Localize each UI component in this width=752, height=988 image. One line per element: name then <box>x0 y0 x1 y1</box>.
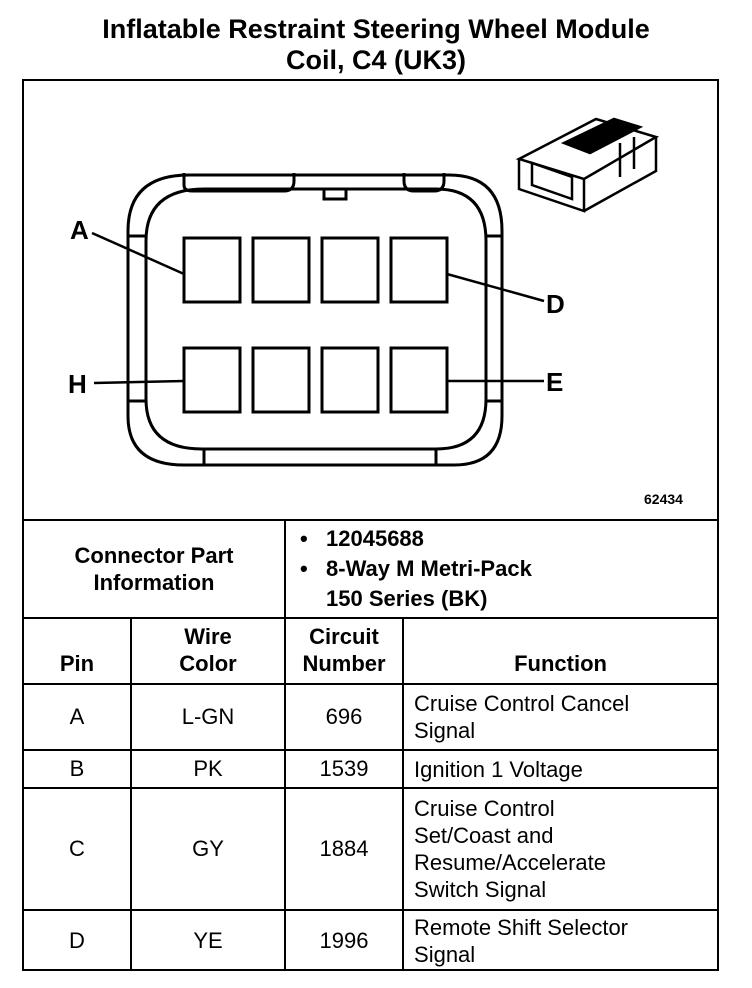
connector-info-list: • 12045688 • 8-Way M Metri-Pack 150 Seri… <box>284 519 718 619</box>
row-d-function: Remote Shift Selector Signal <box>402 909 718 970</box>
leader-line-d <box>446 272 545 303</box>
connector-info-item-2: • 8-Way M Metri-Pack 150 Series (BK) <box>300 556 532 611</box>
row-c-function: Cruise Control Set/Coast and Resume/Acce… <box>402 787 718 911</box>
terminal-cavity-b <box>251 236 311 304</box>
table-row: A L-GN 696 Cruise Control Cancel Signal <box>24 683 718 751</box>
figure-number: 62434 <box>644 491 683 507</box>
connector-face-diagram: A D H E <box>68 117 660 467</box>
terminal-cavity-e <box>389 346 449 414</box>
connector-thumbnail <box>515 117 660 213</box>
row-c-pin: C <box>24 787 132 911</box>
header-circuit-number: Circuit Number <box>284 617 405 685</box>
title-line-1: Inflatable Restraint Steering Wheel Modu… <box>102 14 650 44</box>
terminal-cavity-d <box>389 236 449 304</box>
top-key <box>322 189 348 201</box>
connector-info-row: Connector Part Information • 12045688 • … <box>24 519 718 619</box>
row-d-circuit: 1996 <box>284 909 405 970</box>
row-b-function: Ignition 1 Voltage <box>402 749 718 789</box>
connector-info-label: Connector Part Information <box>24 519 287 619</box>
table-header-row: Pin Wire Color Circuit Number Function <box>24 617 718 685</box>
terminal-cavity-g <box>251 346 311 414</box>
header-wire-color: Wire Color <box>129 617 287 685</box>
connector-inner-cavity <box>144 187 488 451</box>
terminal-cavity-a <box>182 236 242 304</box>
leader-line-a <box>91 231 185 276</box>
bottom-latch <box>202 449 438 465</box>
table-row: D YE 1996 Remote Shift Selector Signal <box>24 909 718 970</box>
terminal-cavity-f <box>320 346 380 414</box>
row-a-function: Cruise Control Cancel Signal <box>402 683 718 751</box>
pin-label-h: H <box>68 369 87 399</box>
header-function: Function <box>402 617 718 685</box>
row-d-wire: YE <box>129 909 287 970</box>
row-d-pin: D <box>24 909 132 970</box>
pin-label-e: E <box>546 367 563 397</box>
leader-line-h <box>93 379 185 385</box>
connector-outer-body <box>126 173 504 467</box>
header-pin: Pin <box>24 617 132 685</box>
document-frame: A D H E 62434 Connector Part Informati <box>22 79 719 971</box>
terminal-cavity-h <box>182 346 242 414</box>
row-b-circuit: 1539 <box>284 749 405 789</box>
row-a-wire: L-GN <box>129 683 287 751</box>
pin-label-a: A <box>70 215 89 245</box>
connector-outer-shell <box>182 173 446 193</box>
pin-label-d: D <box>546 289 565 319</box>
table-row: B PK 1539 Ignition 1 Voltage <box>24 749 718 789</box>
row-c-wire: GY <box>129 787 287 911</box>
connector-info-item-1: • 12045688 <box>300 526 424 551</box>
page-title: Inflatable Restraint Steering Wheel Modu… <box>0 14 752 76</box>
table-row: C GY 1884 Cruise Control Set/Coast and R… <box>24 787 718 911</box>
row-c-circuit: 1884 <box>284 787 405 911</box>
connector-table: Connector Part Information • 12045688 • … <box>24 519 718 970</box>
row-b-wire: PK <box>129 749 287 789</box>
row-b-pin: B <box>24 749 132 789</box>
row-a-circuit: 696 <box>284 683 405 751</box>
title-line-2: Coil, C4 (UK3) <box>285 45 466 75</box>
row-a-pin: A <box>24 683 132 751</box>
terminal-cavity-c <box>320 236 380 304</box>
